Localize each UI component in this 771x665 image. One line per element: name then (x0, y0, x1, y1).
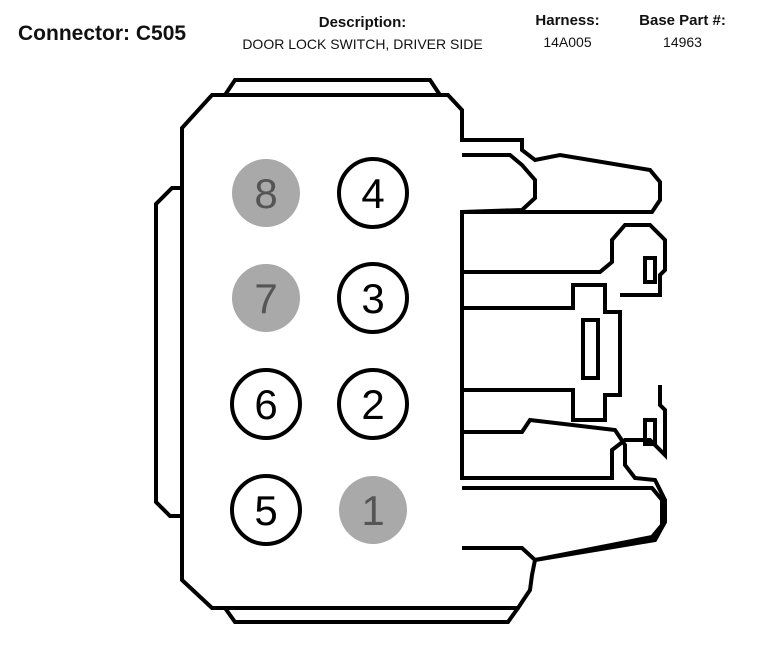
pin-4-circle (337, 157, 409, 229)
pin-7-label: 7 (254, 275, 277, 322)
bottom-tab (223, 606, 520, 624)
harness-value: 14A005 (543, 34, 592, 50)
pin-8-circle (232, 159, 300, 227)
pin-4-label: 4 (361, 170, 384, 217)
connector-label: Connector: (18, 22, 130, 45)
pin-3-circle (337, 262, 409, 334)
description-block: Description: DOOR LOCK SWITCH, DRIVER SI… (215, 14, 510, 53)
connector-housing (154, 78, 667, 624)
upper-latch-arm (461, 153, 537, 214)
connector-id: C505 (135, 22, 187, 45)
base-part-block: Base Part #: 14963 (625, 12, 740, 51)
base-part-label: Base Part #: (639, 12, 726, 29)
pin-1-circle (339, 476, 407, 544)
harness-block: Harness: 14A005 (520, 12, 615, 51)
right-clip-bottom (643, 418, 657, 446)
top-tab (223, 78, 442, 97)
description-value: DOOR LOCK SWITCH, DRIVER SIDE (242, 36, 483, 52)
lower-rail (460, 385, 667, 480)
mid-slot (581, 318, 600, 380)
connector-title: Connector: C505 (18, 22, 186, 46)
base-part-value: 14963 (663, 34, 702, 50)
mid-rail (460, 283, 622, 422)
pin-3-label: 3 (361, 275, 384, 322)
pin-7-circle (232, 264, 300, 332)
pin-grid: 8 4 7 3 6 2 5 1 (230, 157, 409, 546)
pin-1-label: 1 (361, 487, 384, 534)
description-label: Description: (318, 14, 407, 31)
harness-label: Harness: (535, 12, 600, 29)
pin-6-label: 6 (254, 381, 277, 428)
pin-5-circle (230, 474, 302, 546)
upper-rail (460, 212, 667, 297)
right-clip-top (643, 256, 657, 284)
pin-6-circle (230, 368, 302, 440)
lower-latch-arm (462, 486, 664, 563)
left-latch (154, 186, 182, 518)
pin-5-label: 5 (254, 487, 277, 534)
pin-8-label: 8 (254, 170, 277, 217)
pin-2-circle (337, 368, 409, 440)
pin-2-label: 2 (361, 381, 384, 428)
